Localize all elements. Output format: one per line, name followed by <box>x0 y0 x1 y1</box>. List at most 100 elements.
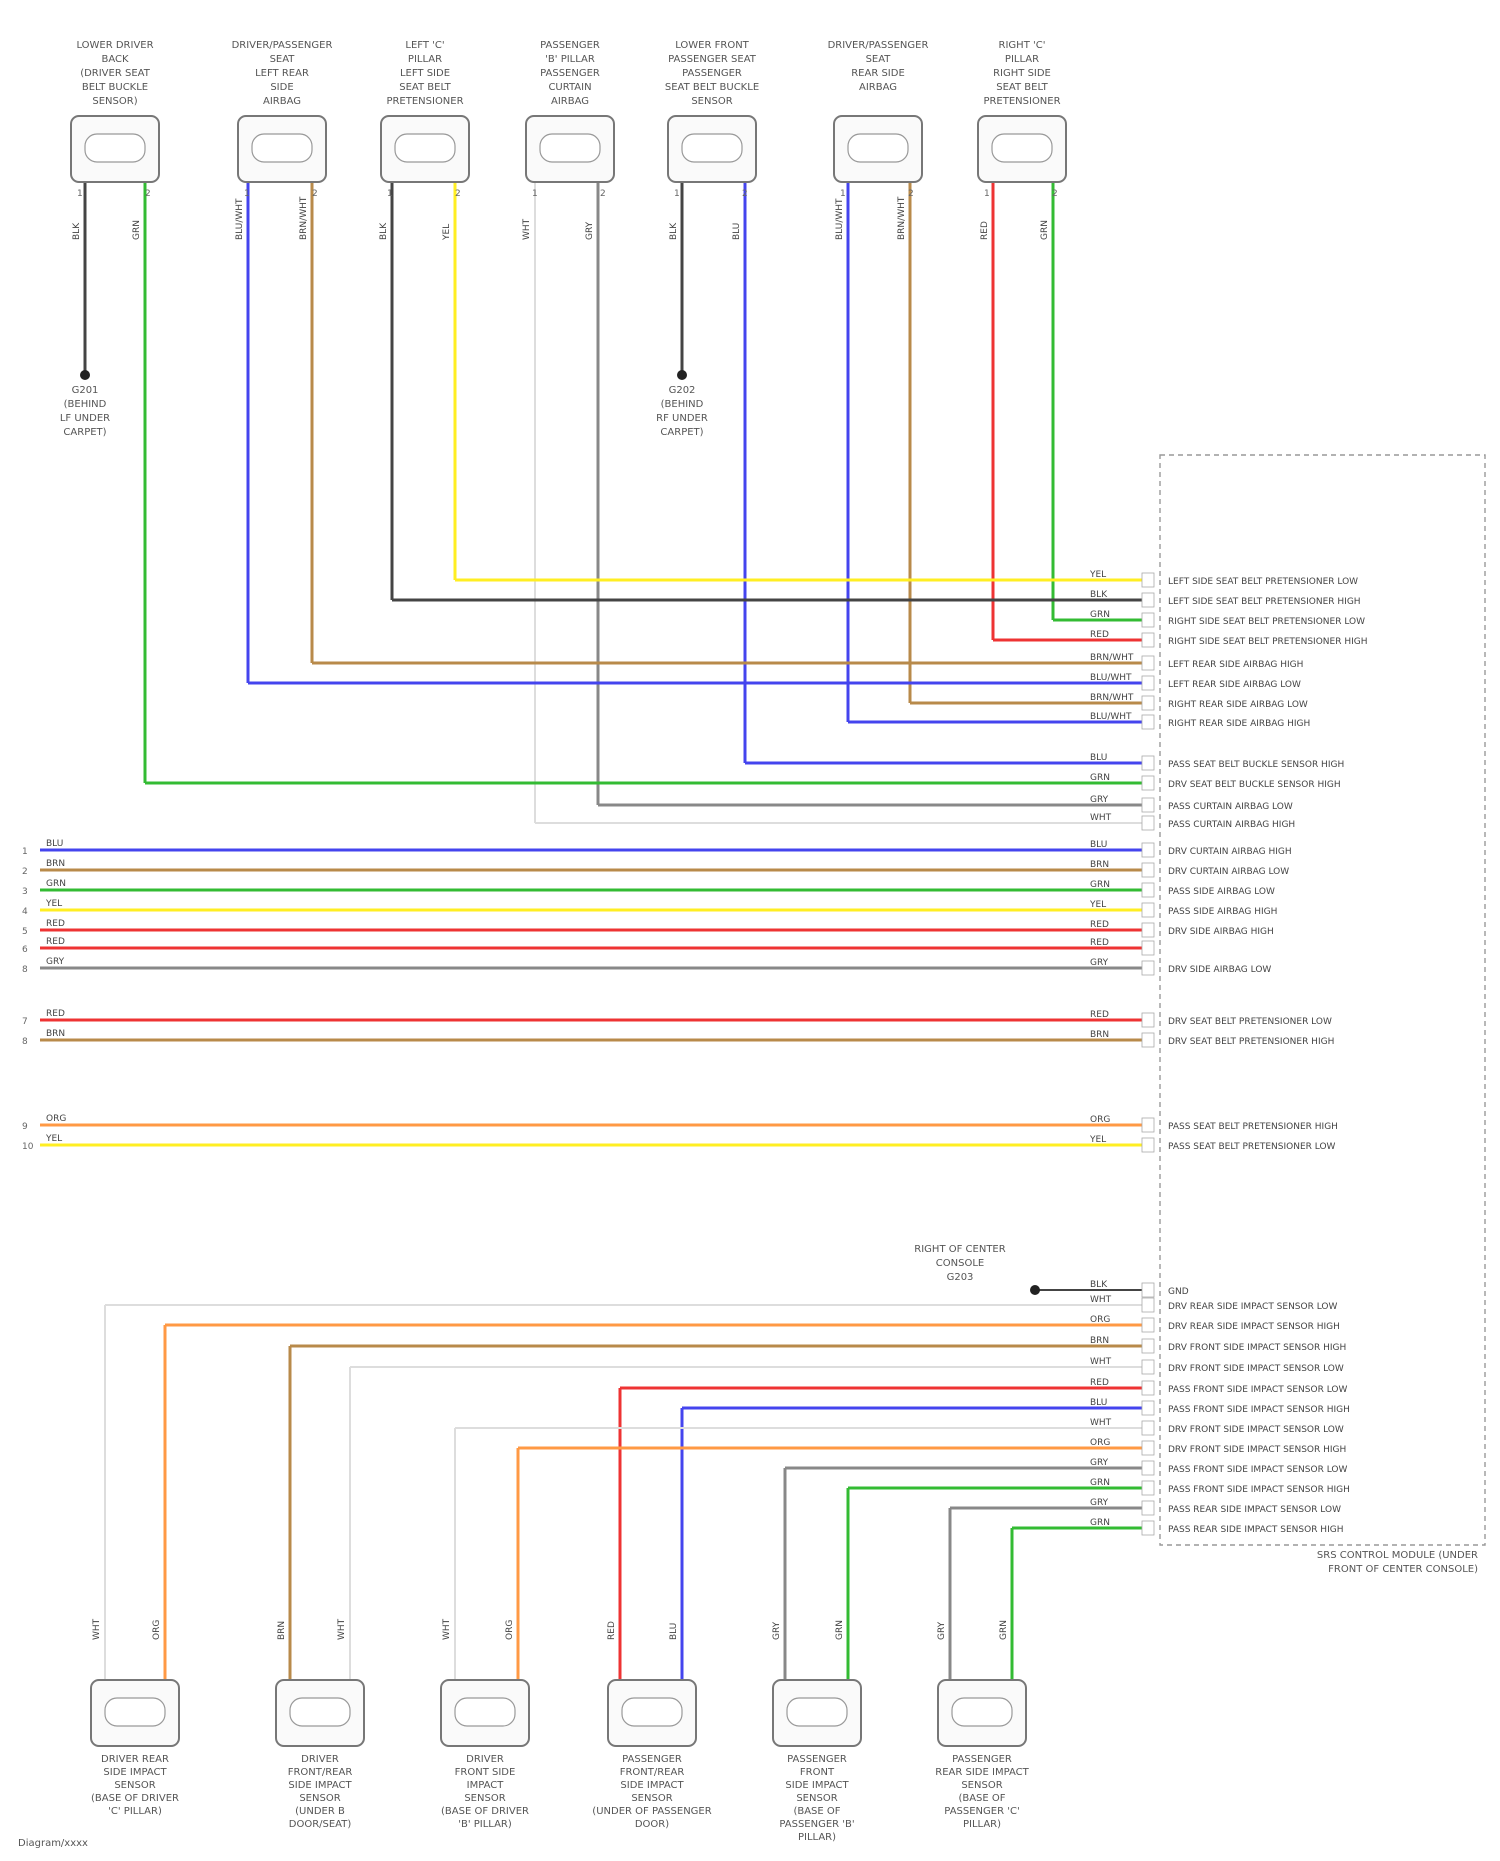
top-component-4: PASSENGER'B' PILLARPASSENGERCURTAINAIRBA… <box>526 40 614 199</box>
wire-code-label: BLU <box>1090 1398 1107 1408</box>
module-pin <box>1142 1461 1154 1475</box>
bottom-component-label-line: SENSOR <box>961 1780 1002 1791</box>
wire-code-label-left: GRY <box>46 957 65 967</box>
bottom-component-label-line: DOOR) <box>635 1819 669 1830</box>
wire-code-label: WHT <box>1090 1418 1112 1428</box>
module-pin <box>1142 903 1154 917</box>
module-pin <box>1142 633 1154 647</box>
bottom-component-label-line: DOOR/SEAT) <box>289 1819 352 1830</box>
circuit-description: DRV FRONT SIDE IMPACT SENSOR LOW <box>1168 1425 1344 1435</box>
wire-code-label-left: GRN <box>46 879 66 889</box>
module-pin <box>1142 1501 1154 1515</box>
circuit-description: PASS FRONT SIDE IMPACT SENSOR LOW <box>1168 1465 1347 1475</box>
ground-label-line: (BEHIND <box>661 399 704 410</box>
top-component-label-line: PILLAR <box>1005 54 1039 65</box>
top-component-label-line: SEAT <box>866 54 892 65</box>
wires-layer <box>40 182 1145 1680</box>
module-pin <box>1142 1013 1154 1027</box>
pin-label: 2 <box>455 189 461 199</box>
circuit-description: DRV CURTAIN AIRBAG HIGH <box>1168 847 1292 857</box>
sensor-face <box>787 1698 847 1726</box>
wire-color-label: RED <box>607 1621 617 1640</box>
top-component-label-line: SIDE <box>270 82 293 93</box>
bottom-component-label-line: PASSENGER <box>952 1754 1012 1765</box>
pin-label: 1 <box>674 189 680 199</box>
top-component-label-line: DRIVER/PASSENGER <box>232 40 333 51</box>
top-component-label-line: (DRIVER SEAT <box>80 68 151 79</box>
wire-code-label-left: ORG <box>46 1114 66 1124</box>
circuit-description: GND <box>1168 1287 1189 1297</box>
wire-code-label: GRY <box>1090 1458 1109 1468</box>
wire-color-label: RED <box>980 221 990 240</box>
left-pin-number: 9 <box>22 1122 28 1132</box>
ground-label-line: (BEHIND <box>64 399 107 410</box>
top-component-label-line: PASSENGER SEAT <box>668 54 757 65</box>
top-component-label-line: BACK <box>101 54 129 65</box>
wire-color-label: BLU/WHT <box>835 198 845 240</box>
wire-color-label: ORG <box>505 1620 515 1640</box>
bottom-component-label-line: PILLAR) <box>963 1819 1001 1830</box>
wire-code-label: BRN/WHT <box>1090 693 1134 703</box>
connector-face <box>85 134 145 162</box>
module-pin <box>1142 1360 1154 1374</box>
circuit-description: PASS SIDE AIRBAG LOW <box>1168 887 1275 897</box>
bottom-component-label-line: SIDE IMPACT <box>785 1780 849 1791</box>
wire-color-label: WHT <box>442 1618 452 1640</box>
ground-label-line: CARPET) <box>63 427 106 438</box>
wire-color-label: BRN/WHT <box>897 196 907 240</box>
wire-code-label: WHT <box>1090 1357 1112 1367</box>
bottom-component-label-line: IMPACT <box>467 1780 505 1791</box>
bottom-component-label-line: PASSENGER 'B' <box>779 1819 854 1830</box>
circuit-description: DRV FRONT SIDE IMPACT SENSOR HIGH <box>1168 1343 1346 1353</box>
wire-code-label: BRN <box>1090 1030 1109 1040</box>
wire-color-label: BLU <box>732 223 742 240</box>
module-pin <box>1142 798 1154 812</box>
bottom-component-label-line: 'B' PILLAR) <box>458 1819 512 1830</box>
left-pin-number: 1 <box>22 847 28 857</box>
wire-code-label: YEL <box>1089 900 1106 910</box>
module-pin <box>1142 715 1154 729</box>
top-component-label-line: PRETENSIONER <box>983 96 1060 107</box>
pin-label: 1 <box>984 189 990 199</box>
top-component-label-line: PILLAR <box>408 54 442 65</box>
pin-label: 2 <box>908 189 914 199</box>
circuit-description: PASS CURTAIN AIRBAG HIGH <box>1168 820 1295 830</box>
circuit-description: PASS SEAT BELT BUCKLE SENSOR HIGH <box>1168 760 1344 770</box>
wire-color-label: YEL <box>442 224 452 241</box>
bottom-component-label-line: (UNDER B <box>295 1806 345 1817</box>
bottom-component-label-line: SIDE IMPACT <box>288 1780 352 1791</box>
wire-color-label: WHT <box>92 1618 102 1640</box>
circuit-description: PASS REAR SIDE IMPACT SENSOR HIGH <box>1168 1525 1343 1535</box>
wire-code-label: GRN <box>1090 1478 1110 1488</box>
connector-face <box>992 134 1052 162</box>
wire-color-label: GRY <box>937 1621 947 1640</box>
wire-code-label: BLU <box>1090 753 1107 763</box>
module-pin <box>1142 1381 1154 1395</box>
wire-color-label: GRN <box>835 1620 845 1640</box>
module-pin <box>1142 941 1154 955</box>
top-component-label-line: AIRBAG <box>859 82 897 93</box>
bottom-component-label-line: (BASE OF <box>793 1806 840 1817</box>
module-pin <box>1142 1318 1154 1332</box>
circuit-description: DRV REAR SIDE IMPACT SENSOR HIGH <box>1168 1322 1340 1332</box>
wire-code-label: BLU/WHT <box>1090 673 1132 683</box>
wire-code-label: BRN <box>1090 860 1109 870</box>
top-component-label-line: SEAT BELT <box>399 82 451 93</box>
top-component-label-line: SEAT <box>270 54 296 65</box>
wire-code-label: BLU/WHT <box>1090 712 1132 722</box>
circuit-description: RIGHT REAR SIDE AIRBAG HIGH <box>1168 719 1310 729</box>
module-pin <box>1142 843 1154 857</box>
top-component-label-line: LOWER DRIVER <box>76 40 153 51</box>
ground-label-line: G201 <box>72 385 99 396</box>
top-component-label-line: PASSENGER <box>682 68 742 79</box>
circuit-description: DRV SIDE AIRBAG LOW <box>1168 965 1271 975</box>
wire-code-label-left: RED <box>46 919 65 929</box>
bottom-component-label-line: SIDE IMPACT <box>103 1767 167 1778</box>
